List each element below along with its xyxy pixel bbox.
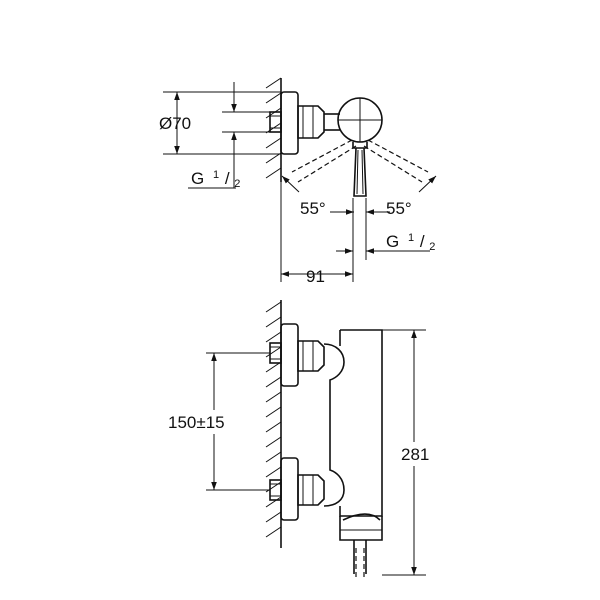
rosette-top — [280, 91, 299, 155]
thread-slash: / — [420, 232, 425, 251]
angle-left-label: 55° — [300, 199, 326, 218]
thread-base: G — [386, 232, 399, 251]
thread-numerator: 1 — [408, 232, 414, 244]
top-view: Ø70 G 1 / 2 55° 55° — [159, 77, 437, 286]
center-distance-label: 150±15 — [168, 413, 225, 432]
wall-side — [265, 300, 282, 548]
upper-connection — [269, 323, 325, 387]
inlet-thread-right-dimension: G 1 / 2 — [336, 198, 435, 282]
height-dimension: 281 — [382, 329, 436, 576]
inlet-thread-left-label: G 1 / 2 — [191, 163, 240, 190]
lower-connection — [269, 457, 325, 521]
thread-base: G — [191, 169, 204, 188]
lever-swing-positions — [291, 139, 429, 183]
angle-right-label: 55° — [386, 199, 412, 218]
hex-nut-top — [297, 105, 325, 139]
inlet-thread-right-label: G 1 / 2 — [386, 226, 435, 253]
center-distance-dimension: 150±15 — [165, 352, 270, 491]
thread-denominator: 2 — [234, 178, 240, 190]
thread-numerator: 1 — [213, 169, 219, 181]
lever-top — [352, 142, 368, 197]
thread-denominator: 2 — [429, 241, 435, 253]
thread-slash: / — [225, 169, 230, 188]
diameter-dimension: Ø70 — [159, 91, 281, 155]
mixer-body-side — [323, 329, 383, 578]
height-label: 281 — [401, 445, 429, 464]
thread-stub-top — [269, 111, 282, 133]
inlet-thread-left-dimension: G 1 / 2 — [188, 82, 270, 190]
projection-label: 91 — [306, 267, 325, 286]
side-view: 150±15 281 — [165, 300, 436, 578]
diameter-label: Ø70 — [159, 114, 191, 133]
wall-top — [265, 77, 282, 182]
projection-dimension: 91 — [280, 182, 353, 286]
